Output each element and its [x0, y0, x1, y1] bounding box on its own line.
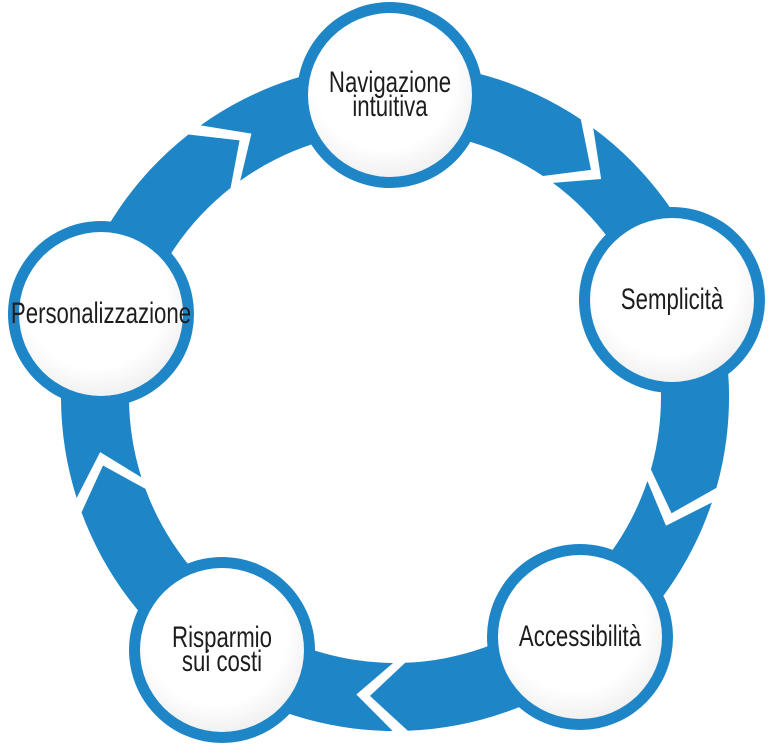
- node-face: [498, 555, 662, 719]
- node-face: [19, 232, 183, 396]
- node-face: [308, 13, 472, 177]
- node-circle-accessibilita: [487, 544, 673, 730]
- node-face: [140, 568, 304, 732]
- node-circle-navigazione-intuitiva: [297, 2, 483, 188]
- node-circle-semplicita: [579, 207, 765, 393]
- node-face: [590, 218, 754, 382]
- node-circle-personalizzazione: [8, 221, 194, 407]
- node-circle-risparmio-sui-costi: [129, 557, 315, 743]
